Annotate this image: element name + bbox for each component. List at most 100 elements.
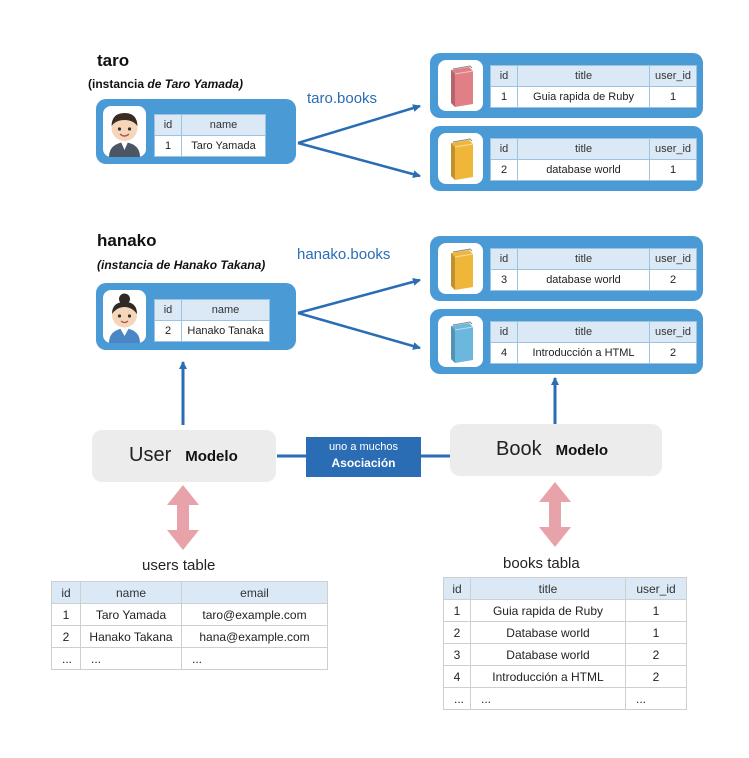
book-model-name: Book (496, 438, 542, 460)
book-cell: 1 (649, 86, 697, 108)
table-row: 2 Hanako Takana hana@example.com (51, 625, 328, 648)
users-col-id: id (51, 581, 81, 604)
books-table-caption-name: books (503, 555, 544, 572)
book-icon-frame (438, 133, 483, 184)
taro-instance-fullname: de Taro Yamada) (147, 77, 243, 91)
book-col-header: title (517, 321, 650, 343)
book-col-header: id (490, 321, 518, 343)
book-icon-frame (438, 243, 483, 294)
users-table-double-arrow (167, 485, 199, 550)
book-model-word: Modelo (555, 442, 609, 459)
books-cell: ... (625, 687, 687, 710)
taro-instance-name: taro (97, 51, 130, 70)
book-cell: database world (517, 269, 650, 291)
users-cell: 2 (51, 625, 81, 648)
book-col-header: user_id (649, 321, 697, 343)
taro-cell-id: 1 (154, 135, 182, 157)
book-col-header: user_id (649, 65, 697, 87)
hanako-col-id: id (154, 299, 182, 321)
taro-instance-card: id name 1 Taro Yamada (96, 99, 296, 164)
table-row: ... ... ... (443, 687, 687, 710)
book-model-box: Book Modelo (450, 424, 662, 476)
books-cell: 2 (625, 643, 687, 666)
books-cell: 1 (625, 599, 687, 622)
taro-books-label: taro.books (307, 90, 378, 107)
hanako-user-table: id name 2 Hanako Tanaka (154, 299, 270, 342)
hanako-avatar (103, 290, 146, 343)
books-col-user-id: user_id (625, 577, 687, 600)
book-cell: 2 (649, 269, 697, 291)
books-cell: Guia rapida de Ruby (470, 599, 626, 622)
books-table-caption-word: tabla (547, 555, 580, 572)
table-row: 4 Introducción a HTML 2 (443, 665, 687, 688)
hanako-arrow-book3 (297, 277, 421, 315)
books-cell: 4 (443, 665, 471, 688)
books-cell: ... (470, 687, 626, 710)
books-cell: Database world (470, 621, 626, 644)
taro-arrow-book1 (297, 104, 421, 145)
books-table-double-arrow (539, 482, 571, 547)
users-cell: taro@example.com (181, 603, 328, 626)
taro-col-id: id (154, 114, 182, 136)
hanako-instance-name: hanako (97, 231, 157, 250)
taro-cell-name: Taro Yamada (181, 135, 266, 157)
book-cell: 1 (490, 86, 518, 108)
books-cell: 1 (625, 621, 687, 644)
book-icon (451, 321, 474, 363)
book-col-header: title (517, 65, 650, 87)
book-cell: database world (517, 159, 650, 181)
book-col-header: id (490, 138, 518, 160)
woman-avatar-icon (109, 293, 140, 343)
hanako-cell-id: 2 (154, 320, 182, 342)
table-row: 1 Taro Yamada taro@example.com (51, 603, 328, 626)
users-cell: ... (51, 647, 81, 670)
table-row: 3 Database world 2 (443, 643, 687, 666)
taro-instance-caption: (instancia de Taro Yamada) (88, 77, 243, 91)
table-row: 1 Guia rapida de Ruby 1 (443, 599, 687, 622)
book-cell: 3 (490, 269, 518, 291)
hanako-cell-name: Hanako Tanaka (181, 320, 270, 342)
users-col-name: name (80, 581, 182, 604)
users-cell: Taro Yamada (80, 603, 182, 626)
taro-arrow-book2 (297, 141, 421, 179)
book-cell: 1 (649, 159, 697, 181)
taro-col-name: name (181, 114, 266, 136)
taro-avatar (103, 106, 146, 157)
book-col-header: user_id (649, 248, 697, 270)
books-cell: Database world (470, 643, 626, 666)
association-label: Asociación (331, 456, 396, 470)
books-table-caption: books tabla (503, 555, 580, 572)
books-cell: 2 (625, 665, 687, 688)
hanako-instance-label: (instancia de Hanako Takana) (97, 258, 266, 272)
hanako-arrow-book4 (297, 311, 421, 350)
book-cell: 4 (490, 342, 518, 364)
association-type: uno a muchos (328, 441, 399, 453)
users-table: id name email 1 Taro Yamada taro@example… (51, 581, 328, 670)
association-box: uno a muchos Asociación (306, 437, 421, 477)
books-col-title: title (470, 577, 626, 600)
books-cell: Introducción a HTML (470, 665, 626, 688)
book-icon-frame (438, 316, 483, 367)
books-table: id title user_id 1 Guia rapida de Ruby 1… (443, 577, 687, 710)
users-table-caption-name: users (142, 557, 179, 574)
hanako-col-name: name (181, 299, 270, 321)
users-table-caption-word: table (182, 557, 216, 574)
users-cell: hana@example.com (181, 625, 328, 648)
book-icon (451, 138, 474, 180)
book-cell: 2 (490, 159, 518, 181)
table-row: 2 Database world 1 (443, 621, 687, 644)
book-cell: Introducción a HTML (517, 342, 650, 364)
users-col-email: email (181, 581, 328, 604)
hanako-books-label: hanako.books (297, 246, 391, 263)
book-col-header: title (517, 248, 650, 270)
book-icon (451, 248, 474, 290)
book-col-header: id (490, 248, 518, 270)
books-cell: 1 (443, 599, 471, 622)
